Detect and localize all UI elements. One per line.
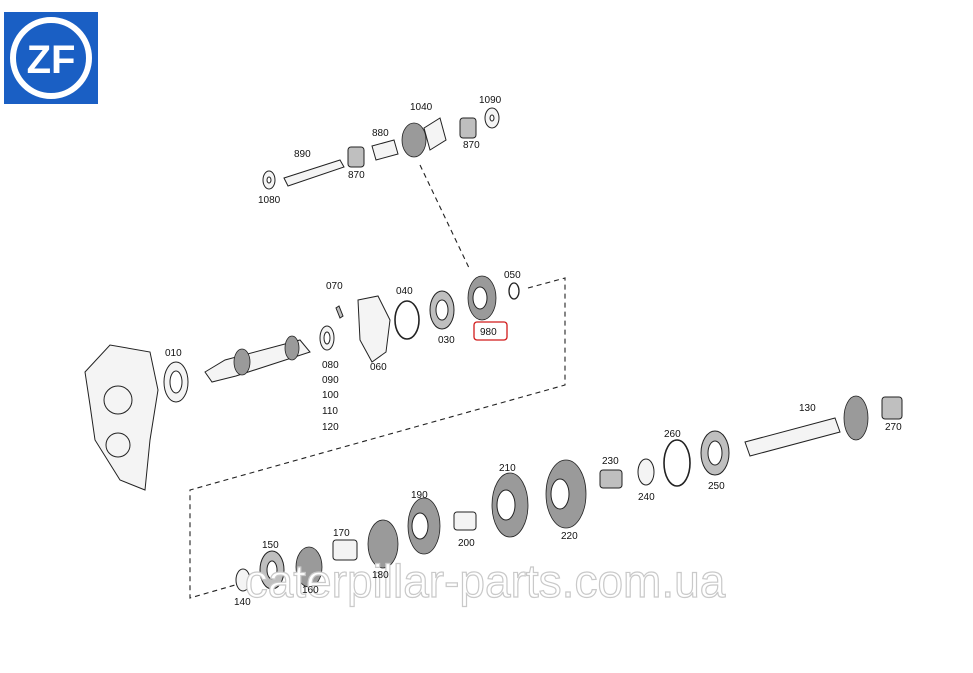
label-220: 220 <box>561 531 578 542</box>
label-260: 260 <box>664 429 681 440</box>
part-170-sleeve[interactable] <box>332 539 358 561</box>
label-200: 200 <box>458 538 475 549</box>
part-260-ring[interactable] <box>663 439 691 487</box>
housing[interactable] <box>84 344 159 491</box>
label-250: 250 <box>708 481 725 492</box>
label-040: 040 <box>396 286 413 297</box>
part-230-sleeve[interactable] <box>599 469 623 489</box>
label-980[interactable]: 980 <box>480 327 497 338</box>
part-130-mainshaft[interactable] <box>744 417 841 457</box>
part-200-sleeve[interactable] <box>453 511 477 531</box>
label-230: 230 <box>602 456 619 467</box>
part-070-screw[interactable] <box>335 305 344 319</box>
label-1090: 1090 <box>479 95 502 106</box>
part-870-bearing-left[interactable] <box>347 146 365 168</box>
part-140-washer[interactable] <box>235 568 251 592</box>
part-060-cover[interactable] <box>357 295 391 363</box>
label-890: 890 <box>294 149 311 160</box>
part-180-gear[interactable] <box>367 519 399 569</box>
label-030: 030 <box>438 335 455 346</box>
part-040-ring[interactable] <box>394 300 420 340</box>
part-050-ring[interactable] <box>508 282 520 300</box>
label-100: 100 <box>322 390 339 401</box>
label-070: 070 <box>326 281 343 292</box>
zf-logo-text: ZF <box>27 38 76 82</box>
top-shaft-group <box>262 107 500 190</box>
label-130: 130 <box>799 403 816 414</box>
label-170: 170 <box>333 528 350 539</box>
label-870-left: 870 <box>348 170 365 181</box>
bottom-group <box>235 395 903 592</box>
label-060: 060 <box>370 362 387 373</box>
part-240-washer[interactable] <box>637 458 655 486</box>
connection-lines <box>189 164 566 599</box>
label-180: 180 <box>372 570 389 581</box>
label-080: 080 <box>322 360 339 371</box>
part-labels: 1040 1090 880 890 870 870 1080 070 050 0… <box>165 95 902 608</box>
part-890-pin[interactable] <box>283 159 345 187</box>
label-240: 240 <box>638 492 655 503</box>
label-150: 150 <box>262 540 279 551</box>
label-160: 160 <box>302 585 319 596</box>
label-090: 090 <box>322 375 339 386</box>
label-1040: 1040 <box>410 102 433 113</box>
middle-group <box>84 275 520 491</box>
label-210: 210 <box>499 463 516 474</box>
part-1040-gear[interactable] <box>401 122 427 158</box>
part-880-sleeve[interactable] <box>371 139 399 161</box>
highlight-box-980[interactable] <box>473 321 508 341</box>
part-160-gear[interactable] <box>295 546 323 588</box>
part-270-bearing[interactable] <box>881 396 903 420</box>
input-shaft[interactable] <box>204 339 311 383</box>
watermark: caterpillar-parts.com.ua <box>245 555 726 607</box>
zf-logo: ZF <box>4 12 98 104</box>
label-140: 140 <box>234 597 251 608</box>
label-880: 880 <box>372 128 389 139</box>
label-110: 110 <box>322 406 338 417</box>
part-870-bearing-right[interactable] <box>459 117 477 139</box>
label-050: 050 <box>504 270 521 281</box>
label-870-right: 870 <box>463 140 480 151</box>
label-010: 010 <box>165 348 182 359</box>
label-1080: 1080 <box>258 195 281 206</box>
label-270: 270 <box>885 422 902 433</box>
label-120: 120 <box>322 422 339 433</box>
label-190: 190 <box>411 490 428 501</box>
